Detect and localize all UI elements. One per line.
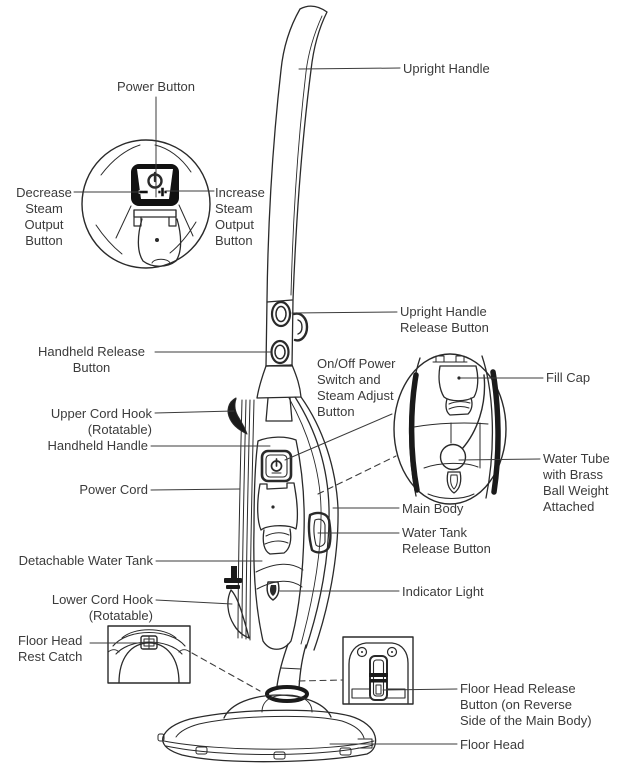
label-detachable-water-tank: Detachable Water Tank bbox=[18, 553, 153, 568]
floor-head-part bbox=[157, 643, 377, 763]
label-upright-handle: Upright Handle bbox=[403, 61, 490, 76]
label-upper-cord-hook: Upper Cord Hook (Rotatable) bbox=[50, 406, 152, 437]
label-floor-head-rest-catch: Floor Head Rest Catch bbox=[18, 633, 83, 664]
label-fill-cap: Fill Cap bbox=[546, 370, 591, 385]
power-switch-part bbox=[260, 449, 293, 483]
label-floor-head: Floor Head bbox=[460, 737, 525, 752]
label-indicator-light: Indicator Light bbox=[402, 584, 484, 599]
magnifier-dashed-lines bbox=[191, 455, 397, 692]
label-decrease-steam-output: Decrease Steam Output Button bbox=[16, 185, 72, 248]
floor-head-release-button-part bbox=[369, 655, 388, 701]
upright-handle-release-button-part bbox=[270, 300, 292, 328]
label-water-tube: Water Tube with Brass Ball Weight Attach… bbox=[543, 451, 610, 514]
side-knob bbox=[292, 312, 309, 342]
inset-rest-catch bbox=[107, 625, 191, 684]
label-floor-head-release-button: Floor Head Release Button (on Reverse Si… bbox=[460, 681, 592, 728]
label-on-off-power-switch: On/Off Power Switch and Steam Adjust But… bbox=[317, 356, 396, 419]
water-tank-release-button-part bbox=[307, 511, 332, 554]
label-handheld-handle: Handheld Handle bbox=[47, 438, 148, 453]
power-icon bbox=[147, 171, 163, 189]
main-body-part bbox=[253, 436, 305, 650]
inset-floor-head-release bbox=[342, 636, 414, 705]
handheld-unit bbox=[224, 397, 332, 650]
inset-tank-detail bbox=[393, 353, 507, 505]
leader-lines bbox=[73, 67, 544, 745]
label-handheld-release-button: Handheld Release Button bbox=[38, 344, 145, 375]
label-lower-cord-hook: Lower Cord Hook (Rotatable) bbox=[51, 592, 153, 623]
cord-plug bbox=[224, 566, 242, 589]
label-main-body: Main Body bbox=[402, 501, 464, 516]
label-upright-handle-release: Upright Handle Release Button bbox=[400, 304, 489, 335]
water-tube-part bbox=[439, 374, 486, 471]
inset-control-panel bbox=[81, 139, 211, 269]
label-power-button: Power Button bbox=[116, 79, 196, 94]
handheld-release-button-part bbox=[270, 339, 290, 365]
label-power-cord: Power Cord bbox=[79, 482, 148, 497]
lower-cord-hook-part bbox=[227, 589, 250, 639]
upper-cord-hook-part bbox=[227, 397, 248, 435]
fill-cap-part bbox=[438, 365, 479, 416]
label-water-tank-release: Water Tank Release Button bbox=[402, 525, 491, 556]
label-increase-steam-output: Increase Steam Output Button bbox=[215, 185, 265, 248]
plus-icon bbox=[157, 187, 168, 197]
water-tank-part bbox=[257, 482, 299, 555]
indicator-light-part bbox=[266, 581, 280, 601]
